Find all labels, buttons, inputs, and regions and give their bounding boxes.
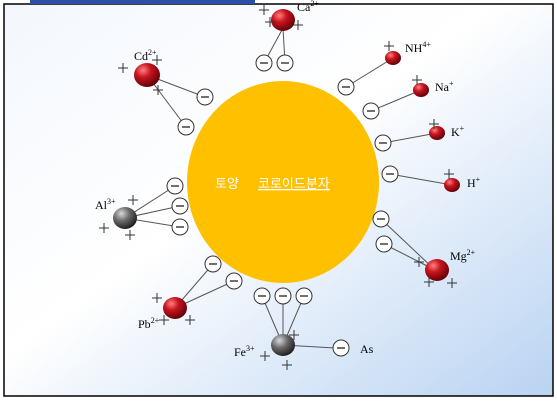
- positive-charge-icon: [412, 75, 422, 85]
- mg-ion-ball: [425, 259, 449, 281]
- negative-charge-icon: [374, 134, 392, 152]
- positive-charge-icon: [260, 351, 270, 361]
- positive-charge-icon: [429, 119, 439, 129]
- ca-ion-ball: [271, 9, 295, 31]
- positive-charges: [99, 5, 457, 370]
- positive-charge-icon: [118, 63, 128, 73]
- h-ion-label: H+: [467, 175, 481, 190]
- negative-charge-icon: [171, 218, 189, 236]
- positive-charge-icon: [424, 277, 434, 287]
- negative-charge-icon: [372, 210, 390, 228]
- negative-charge-icon: [332, 339, 350, 357]
- negative-charge-icon: [276, 54, 294, 72]
- ion-labels: Ca2+ NH4+ Na+ K+ H+ Mg2+ Fe3+ As Pb2+ Al…: [95, 0, 481, 359]
- negative-charge-icon: [255, 54, 273, 72]
- fe-ion-ball: [271, 334, 295, 356]
- fe-ion-label: Fe3+: [234, 344, 255, 359]
- ca-ion-label: Ca2+: [297, 0, 319, 14]
- soil-colloid: [187, 81, 379, 283]
- positive-charge-icon: [384, 41, 394, 51]
- pb-ion-ball: [163, 297, 187, 319]
- positive-charge-icon: [152, 55, 162, 65]
- colloid-label-molecule: 코로이드분자: [258, 176, 330, 191]
- mg-ion-label: Mg2+: [450, 248, 476, 263]
- negative-charge-icon: [362, 102, 380, 120]
- negative-charge-icon: [375, 235, 393, 253]
- negative-charge-icon: [171, 197, 189, 215]
- negative-charge-icon: [166, 177, 184, 195]
- negative-charge-icon: [225, 272, 243, 290]
- nh4-ion-ball: [385, 51, 401, 65]
- positive-charge-icon: [125, 230, 135, 240]
- negative-charge-icon: [196, 88, 214, 106]
- colloid-label-soil: 토양: [215, 176, 239, 191]
- al-ion-ball: [113, 207, 137, 229]
- al-ion-label: Al3+: [95, 197, 116, 212]
- pb-ion-label: Pb2+: [138, 316, 160, 331]
- na-ion-ball: [413, 83, 429, 97]
- positive-charge-icon: [282, 360, 292, 370]
- h-ion-ball: [444, 178, 460, 192]
- cd-ion-ball: [134, 63, 160, 87]
- as-label: As: [360, 342, 374, 356]
- positive-charge-icon: [152, 293, 162, 303]
- positive-charge-icon: [185, 315, 195, 325]
- positive-charge-icon: [444, 169, 454, 179]
- na-ion-label: Na+: [435, 79, 454, 94]
- positive-charge-icon: [128, 195, 138, 205]
- positive-charge-icon: [414, 257, 424, 267]
- cd-ion-label: Cd2+: [134, 48, 157, 63]
- positive-charge-icon: [159, 315, 169, 325]
- k-ion-label: K+: [451, 124, 465, 139]
- negative-charge-icon: [295, 287, 313, 305]
- negative-charge-icon: [274, 287, 292, 305]
- positive-charge-icon: [153, 85, 163, 95]
- negative-charge-icon: [204, 255, 222, 273]
- positive-charge-icon: [99, 223, 109, 233]
- negative-charge-icon: [381, 165, 399, 183]
- positive-charge-icon: [265, 17, 275, 27]
- top-accent-bar: [30, 0, 255, 4]
- positive-charge-icon: [259, 5, 269, 15]
- k-ion-ball: [429, 126, 445, 140]
- negative-charge-icon: [253, 287, 271, 305]
- negative-charge-icon: [337, 78, 355, 96]
- positive-charge-icon: [293, 20, 303, 30]
- positive-charge-icon: [447, 278, 457, 288]
- cation-balls: [113, 9, 460, 356]
- positive-charge-icon: [289, 330, 299, 340]
- negative-charge-icon: [177, 118, 195, 136]
- nh4-ion-label: NH4+: [405, 40, 431, 55]
- negative-charges: [166, 54, 399, 357]
